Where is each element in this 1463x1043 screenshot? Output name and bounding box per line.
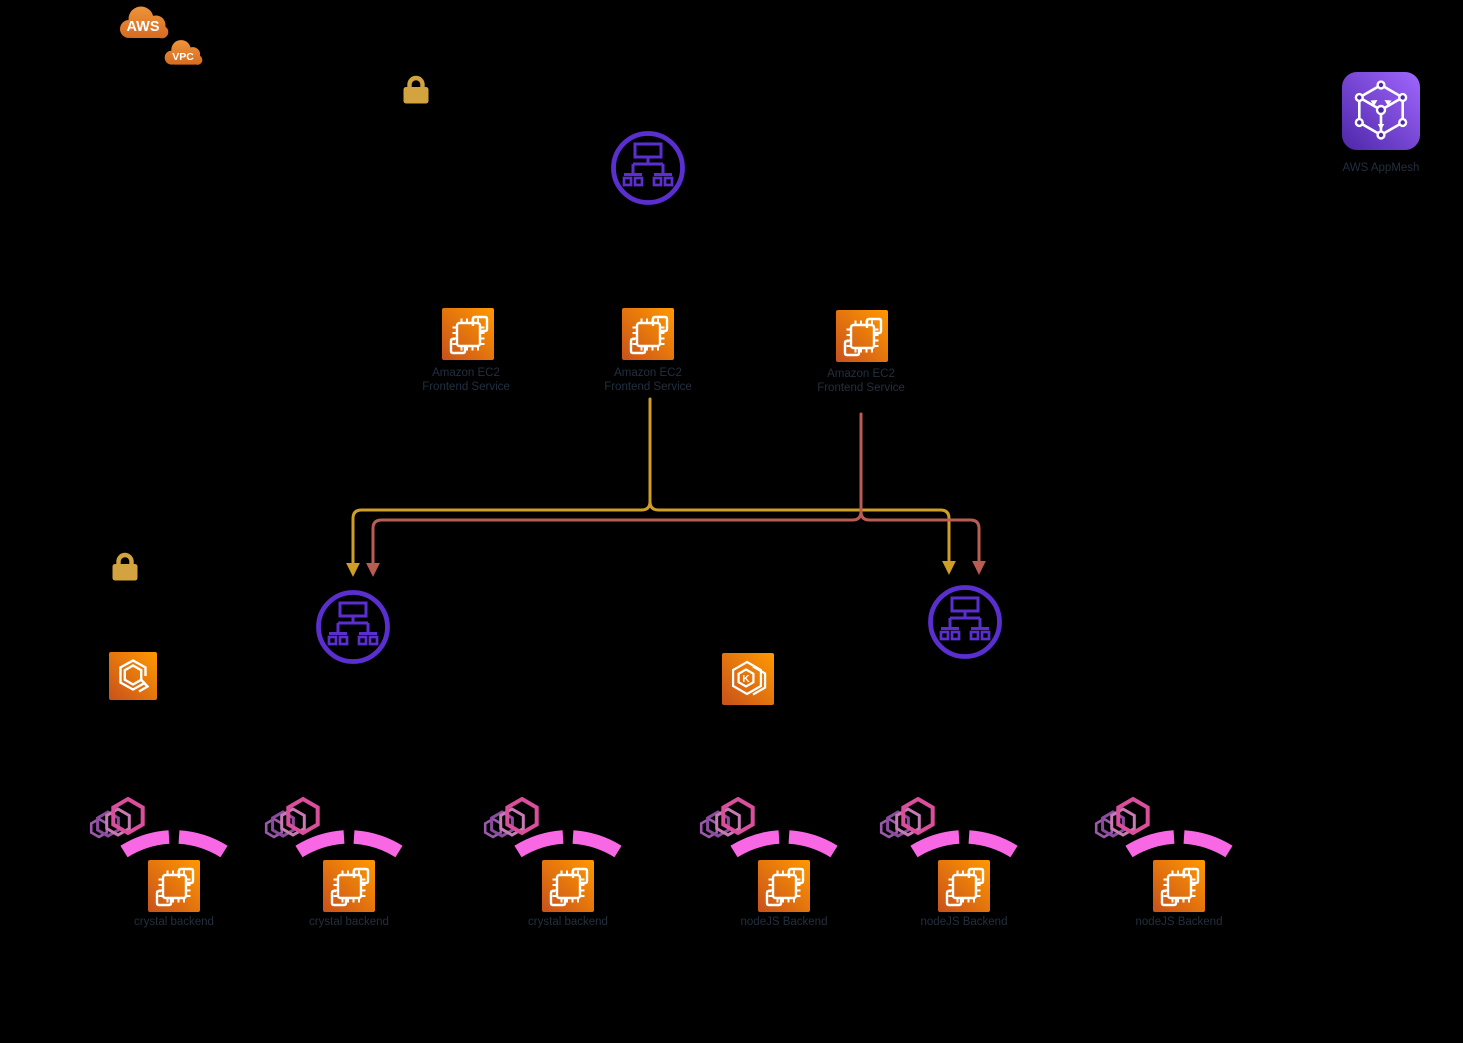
- route-line-secondary-right: [859, 510, 986, 575]
- frontend-service-label-2: Amazon EC2 Frontend Service: [604, 367, 692, 393]
- vpc-cloud-label: VPC: [172, 51, 194, 63]
- aws-cloud-icon: AWS: [120, 6, 169, 39]
- route-line-secondary-left: [366, 412, 863, 577]
- route-line-primary-left: [346, 397, 652, 577]
- route-line-primary-right: [648, 500, 956, 575]
- aws-cloud-label: AWS: [126, 19, 159, 35]
- vpc-cloud-icon: VPC: [164, 40, 203, 65]
- backend-ec2-icon: [756, 858, 812, 914]
- backend-label: crystal backend: [134, 916, 214, 928]
- frontend-service-label-3: Amazon EC2 Frontend Service: [817, 368, 905, 394]
- ecs-container-icon: [107, 650, 159, 702]
- proxy-arc-icon: [294, 830, 404, 860]
- proxy-arc-icon: [513, 830, 623, 860]
- backend-ec2-icon: [146, 858, 202, 914]
- backend-label: nodeJS Backend: [1135, 916, 1223, 928]
- frontend-service-label-1: Amazon EC2 Frontend Service: [422, 367, 510, 393]
- eks-k-letter: K: [742, 674, 750, 685]
- appmesh-icon: [1342, 72, 1420, 150]
- eks-icon: K: [720, 651, 776, 707]
- backend-ec2-icon: [1151, 858, 1207, 914]
- backend-label: crystal backend: [528, 916, 608, 928]
- backend-label: nodeJS Backend: [920, 916, 1008, 928]
- proxy-arc-icon: [909, 830, 1019, 860]
- backend-ec2-icon: [936, 858, 992, 914]
- backend-label: crystal backend: [309, 916, 389, 928]
- backend-label: nodeJS Backend: [740, 916, 828, 928]
- backend-ec2-icon: [321, 858, 377, 914]
- proxy-arc-icon: [119, 830, 229, 860]
- backend-ec2-icon: [540, 858, 596, 914]
- appmesh-label: AWS AppMesh: [1342, 162, 1420, 174]
- proxy-arc-icon: [1124, 830, 1234, 860]
- proxy-arc-icon: [729, 830, 839, 860]
